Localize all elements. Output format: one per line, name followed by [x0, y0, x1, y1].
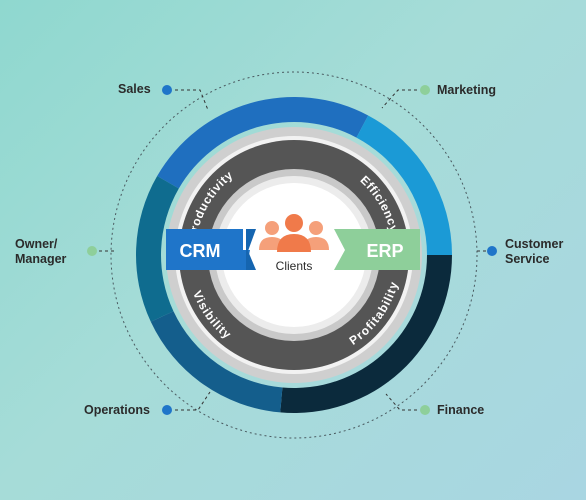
outer-ring-segment-teal [136, 176, 179, 322]
connector-marketing [381, 89, 417, 109]
connector-finance [385, 393, 417, 411]
center-disc-inner [222, 183, 366, 327]
outer-ring-segment-dark-navy [280, 255, 452, 414]
dot-sales [162, 85, 172, 95]
outer-ring-segment-mid-blue [157, 96, 369, 189]
label-operations: Operations [84, 403, 150, 417]
dotted-guide-circle [110, 71, 478, 439]
dot-owner [87, 246, 97, 256]
label-owner-manager: Owner/ Manager [15, 237, 67, 266]
label-sales: Sales [118, 82, 151, 96]
outer-ring-segment-deep-blue [150, 311, 283, 413]
dot-finance [420, 405, 430, 415]
center-label: Clients [276, 259, 313, 273]
people-group-icon [259, 214, 329, 252]
connector-sales [175, 89, 209, 111]
erp-label: ERP [366, 241, 403, 261]
label-finance: Finance [437, 403, 485, 417]
dot-customer [487, 246, 497, 256]
outer-ring-segment-light-blue [356, 115, 452, 255]
label-marketing: Marketing [437, 83, 497, 97]
dot-marketing [420, 85, 430, 95]
outer-ring [136, 96, 452, 414]
dot-operations [162, 405, 172, 415]
connector-operations [175, 391, 211, 411]
label-customer-service: Customer Service [505, 237, 564, 266]
crm-label: CRM [180, 241, 221, 261]
crm-tag: CRM [166, 229, 256, 270]
erp-tag: ERP [334, 229, 420, 270]
